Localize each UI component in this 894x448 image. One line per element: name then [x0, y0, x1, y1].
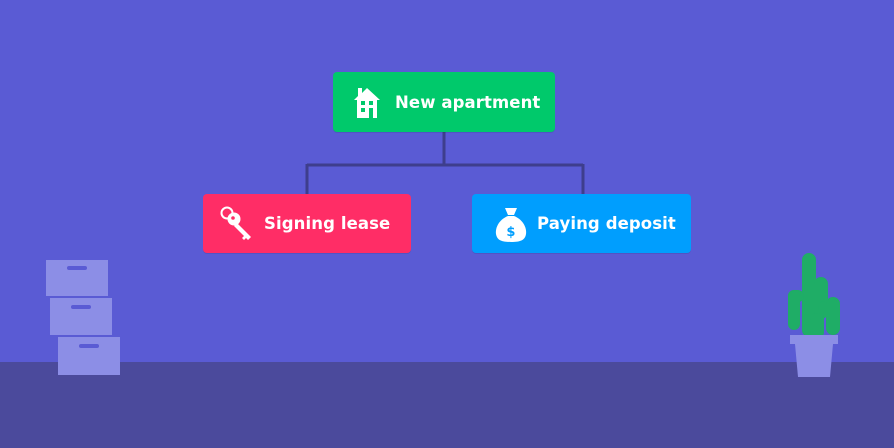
node-label: New apartment: [395, 92, 541, 112]
key-icon: [220, 206, 251, 240]
box-middle: [50, 298, 112, 335]
node-signing-lease: Signing lease: [203, 194, 411, 253]
floor: [0, 362, 894, 448]
cactus: [788, 253, 840, 339]
node-label: Signing lease: [264, 214, 391, 233]
dollar-sign: $: [506, 225, 515, 240]
stacked-boxes-illustration: [46, 260, 120, 375]
node-paying-deposit: $ Paying deposit: [472, 194, 691, 253]
node-label: Paying deposit: [537, 214, 676, 233]
house-icon: [354, 88, 380, 118]
node-new-apartment: New apartment: [333, 72, 555, 132]
box-bottom: [58, 337, 120, 375]
flower-pot: [790, 335, 838, 377]
potted-cactus-illustration: [788, 253, 840, 377]
box-top: [46, 260, 108, 296]
money-bag-icon: $: [495, 207, 527, 242]
